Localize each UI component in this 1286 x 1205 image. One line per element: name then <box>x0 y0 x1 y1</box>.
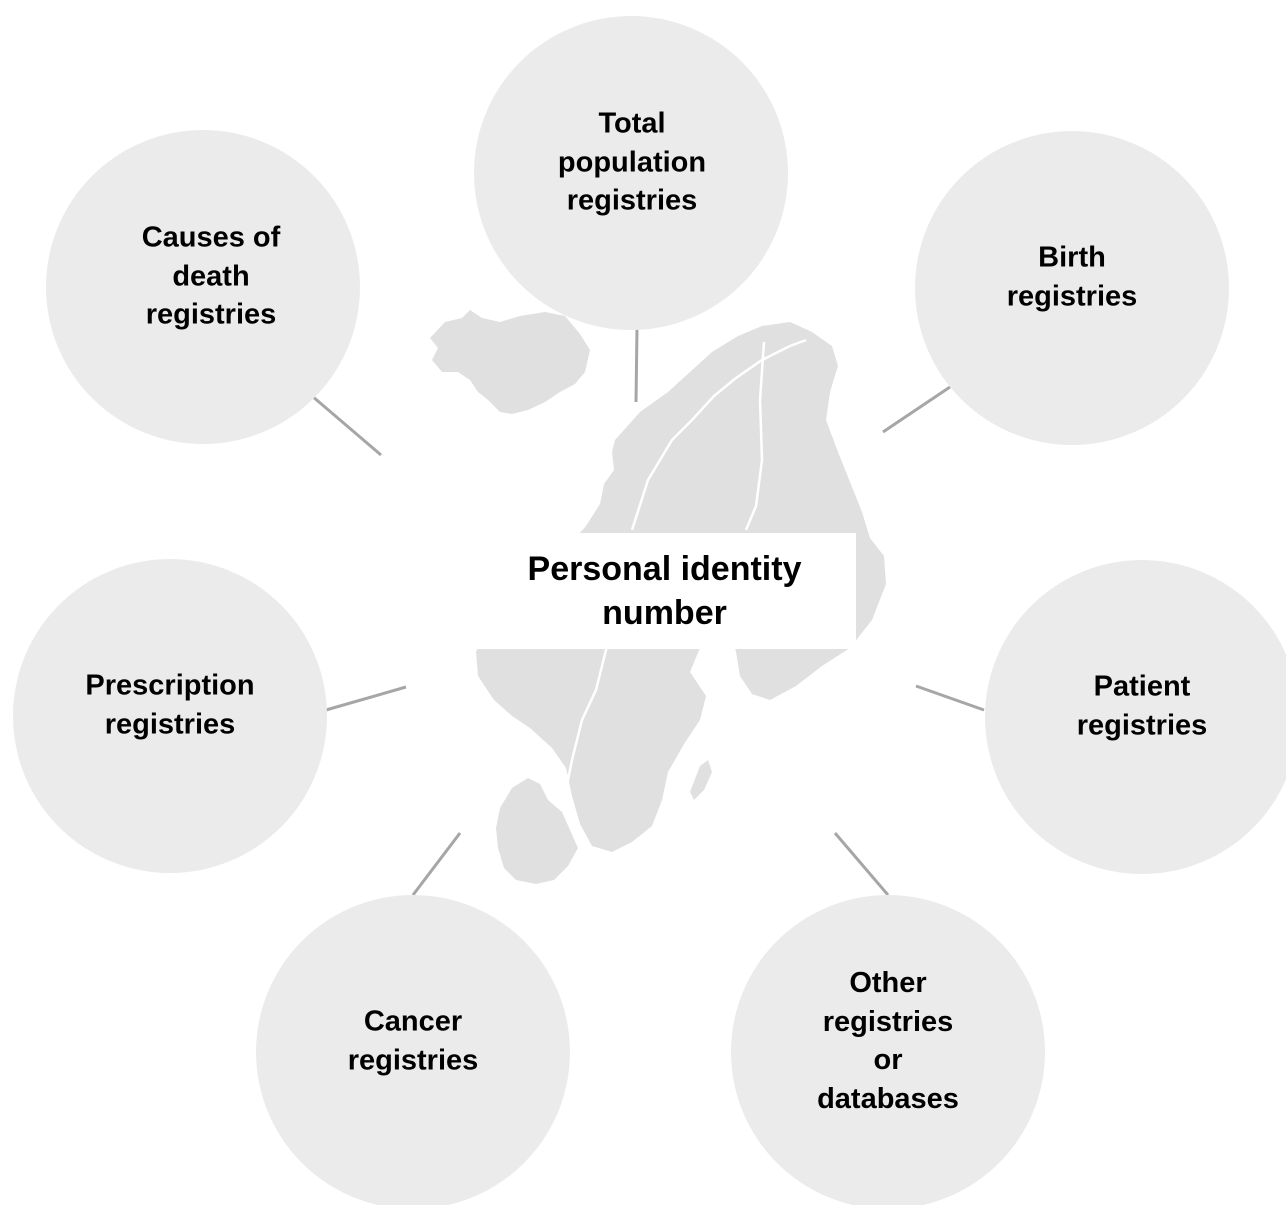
connector-patient <box>915 684 985 712</box>
connector-cancer <box>411 832 462 896</box>
node-birth: Birth registries <box>915 131 1229 445</box>
node-prescription: Prescription registries <box>13 559 327 873</box>
node-total-population-label: Total population registries <box>557 107 707 217</box>
node-patient: Patient registries <box>985 560 1286 874</box>
iceland-shape <box>430 310 590 414</box>
node-causes-of-death-label: Causes of death registries <box>141 221 281 331</box>
connector-lines <box>311 327 985 896</box>
node-causes-of-death: Causes of death registries <box>46 130 360 444</box>
node-cancer: Cancer registries <box>256 895 570 1205</box>
node-other-label: Other registries or databases <box>817 967 959 1115</box>
connector-causes-of-death <box>311 394 382 457</box>
node-birth-label: Birth registries <box>1006 241 1138 313</box>
center-node: Personal identity number <box>473 533 856 649</box>
denmark-shape <box>496 778 578 884</box>
connector-birth <box>882 385 951 434</box>
gotland-shape <box>690 760 712 800</box>
node-other: Other registries or databases <box>731 895 1045 1205</box>
center-node-label: Personal identity number <box>527 550 802 632</box>
connector-other <box>833 832 890 896</box>
connector-prescription <box>325 685 407 712</box>
node-prescription-label: Prescription registries <box>85 669 255 741</box>
node-patient-label: Patient registries <box>1076 670 1208 742</box>
node-total-population: Total population registries <box>474 16 788 330</box>
node-cancer-label: Cancer registries <box>347 1005 479 1077</box>
connector-total-population <box>634 327 639 403</box>
